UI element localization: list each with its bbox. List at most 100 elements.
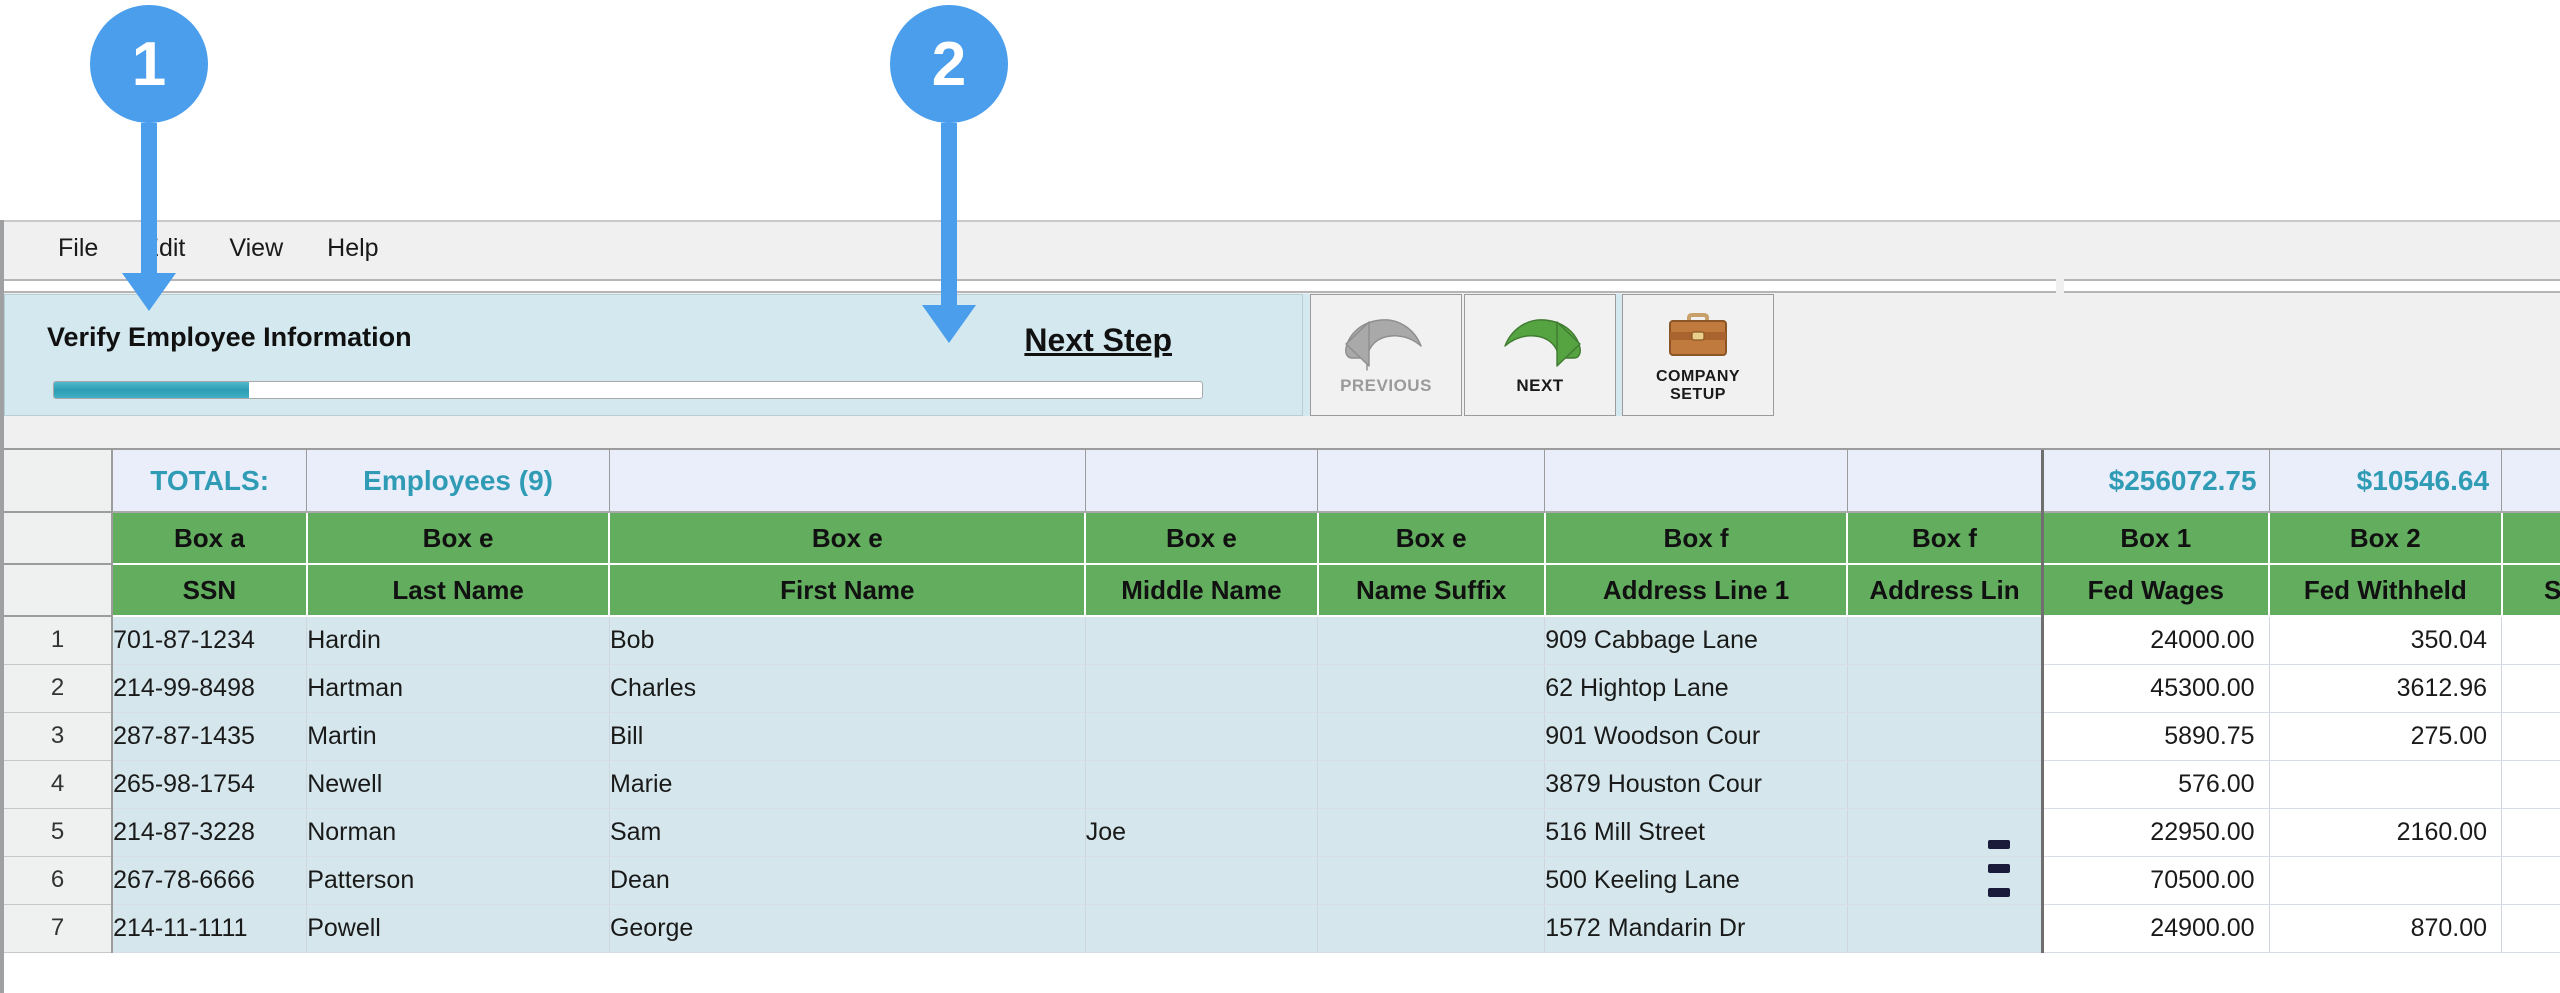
header-field-middle-name[interactable]: Middle Name <box>1085 564 1319 617</box>
cell-fed-withheld[interactable] <box>2269 856 2503 905</box>
header-field-address-2[interactable]: Address Lin <box>1847 564 2044 617</box>
cell-name-suffix[interactable] <box>1317 760 1546 809</box>
cell-middle-name[interactable] <box>1085 664 1319 713</box>
header-box-fed-withheld[interactable]: Box 2 <box>2269 512 2503 565</box>
cell-first-name[interactable]: Bob <box>609 616 1086 665</box>
cell-last-name[interactable]: Martin <box>306 712 610 761</box>
header-field-name-suffix[interactable]: Name Suffix <box>1317 564 1546 617</box>
next-step-link[interactable]: Next Step <box>1024 322 1172 358</box>
header-box-name-suffix[interactable]: Box e <box>1317 512 1546 565</box>
header-box-address-2[interactable]: Box f <box>1847 512 2044 565</box>
cell-first-name[interactable]: Sam <box>609 808 1086 857</box>
cell-fed-withheld[interactable] <box>2269 760 2503 809</box>
cell-fed-wages[interactable]: 45300.00 <box>2042 664 2270 713</box>
cell-address-2[interactable] <box>1847 808 2044 857</box>
menu-item-help[interactable]: Help <box>327 233 379 262</box>
cell-ssn[interactable]: 701-87-1234 <box>112 616 308 665</box>
freeze-handle-mark-2[interactable] <box>1988 864 2010 873</box>
cell-ss-wages[interactable]: 24 <box>2501 904 2560 953</box>
cell-address-2[interactable] <box>1847 904 2044 953</box>
row-number[interactable]: 7 <box>4 904 114 953</box>
cell-fed-wages[interactable]: 22950.00 <box>2042 808 2270 857</box>
header-field-fed-withheld[interactable]: Fed Withheld <box>2269 564 2503 617</box>
cell-middle-name[interactable] <box>1085 904 1319 953</box>
header-box-ssn[interactable]: Box a <box>112 512 308 565</box>
cell-last-name[interactable]: Hartman <box>306 664 610 713</box>
cell-first-name[interactable]: Dean <box>609 856 1086 905</box>
cell-first-name[interactable]: Marie <box>609 760 1086 809</box>
cell-name-suffix[interactable] <box>1317 712 1546 761</box>
cell-ssn[interactable]: 267-78-6666 <box>112 856 308 905</box>
cell-address-1[interactable]: 909 Cabbage Lane <box>1544 616 1848 665</box>
cell-fed-withheld[interactable]: 870.00 <box>2269 904 2503 953</box>
cell-middle-name[interactable] <box>1085 760 1319 809</box>
cell-middle-name[interactable] <box>1085 616 1319 665</box>
row-number[interactable]: 1 <box>4 616 114 665</box>
cell-ss-wages[interactable] <box>2501 664 2560 713</box>
cell-middle-name[interactable] <box>1085 856 1319 905</box>
cell-address-2[interactable] <box>1847 712 2044 761</box>
cell-fed-wages[interactable]: 24900.00 <box>2042 904 2270 953</box>
cell-address-1[interactable]: 516 Mill Street <box>1544 808 1848 857</box>
cell-name-suffix[interactable] <box>1317 856 1546 905</box>
cell-ssn[interactable]: 214-11-1111 <box>112 904 308 953</box>
next-button[interactable]: NEXT <box>1464 294 1616 416</box>
row-number[interactable]: 6 <box>4 856 114 905</box>
cell-fed-withheld[interactable]: 2160.00 <box>2269 808 2503 857</box>
header-field-last-name[interactable]: Last Name <box>306 564 611 617</box>
cell-address-1[interactable]: 62 Hightop Lane <box>1544 664 1848 713</box>
cell-fed-withheld[interactable]: 3612.96 <box>2269 664 2503 713</box>
row-number[interactable]: 4 <box>4 760 114 809</box>
cell-ss-wages[interactable] <box>2501 856 2560 905</box>
cell-name-suffix[interactable] <box>1317 664 1546 713</box>
cell-ssn[interactable]: 214-99-8498 <box>112 664 308 713</box>
cell-ss-wages[interactable]: 24 <box>2501 616 2560 665</box>
menu-item-view[interactable]: View <box>229 233 284 262</box>
cell-fed-wages[interactable]: 70500.00 <box>2042 856 2270 905</box>
cell-fed-wages[interactable]: 24000.00 <box>2042 616 2270 665</box>
cell-ssn[interactable]: 265-98-1754 <box>112 760 308 809</box>
cell-middle-name[interactable] <box>1085 712 1319 761</box>
cell-last-name[interactable]: Newell <box>306 760 610 809</box>
company-setup-button[interactable]: COMPANY SETUP <box>1622 294 1774 416</box>
cell-ss-wages[interactable]: 22 <box>2501 808 2560 857</box>
cell-name-suffix[interactable] <box>1317 904 1546 953</box>
cell-address-1[interactable]: 901 Woodson Cour <box>1544 712 1848 761</box>
cell-ss-wages[interactable] <box>2501 760 2560 809</box>
cell-name-suffix[interactable] <box>1317 808 1546 857</box>
cell-middle-name[interactable]: Joe <box>1085 808 1319 857</box>
cell-fed-withheld[interactable]: 275.00 <box>2269 712 2503 761</box>
previous-button[interactable]: PREVIOUS <box>1310 294 1462 416</box>
cell-address-2[interactable] <box>1847 856 2044 905</box>
employee-grid[interactable]: TOTALS: Employees (9) $256072.75 $10546.… <box>4 448 2560 993</box>
header-field-fed-wages[interactable]: Fed Wages <box>2042 564 2271 617</box>
cell-fed-withheld[interactable]: 350.04 <box>2269 616 2503 665</box>
header-box-middle-name[interactable]: Box e <box>1085 512 1319 565</box>
cell-address-2[interactable] <box>1847 616 2044 665</box>
cell-first-name[interactable]: Charles <box>609 664 1086 713</box>
row-number[interactable]: 5 <box>4 808 114 857</box>
header-box-last-name[interactable]: Box e <box>306 512 611 565</box>
header-field-ssn[interactable]: SSN <box>112 564 308 617</box>
cell-last-name[interactable]: Norman <box>306 808 610 857</box>
header-field-first-name[interactable]: First Name <box>609 564 1087 617</box>
cell-last-name[interactable]: Powell <box>306 904 610 953</box>
row-number[interactable]: 2 <box>4 664 114 713</box>
cell-ss-wages[interactable]: 5 <box>2501 712 2560 761</box>
row-number[interactable]: 3 <box>4 712 114 761</box>
cell-address-1[interactable]: 500 Keeling Lane <box>1544 856 1848 905</box>
cell-address-2[interactable] <box>1847 760 2044 809</box>
header-field-ss-wages[interactable]: SS W <box>2501 564 2560 617</box>
menu-item-file[interactable]: File <box>58 233 99 262</box>
cell-address-1[interactable]: 3879 Houston Cour <box>1544 760 1848 809</box>
header-field-address-1[interactable]: Address Line 1 <box>1544 564 1849 617</box>
cell-fed-wages[interactable]: 576.00 <box>2042 760 2270 809</box>
freeze-handle-mark-3[interactable] <box>1988 888 2010 897</box>
header-box-ss-wages[interactable]: Bo <box>2501 512 2560 565</box>
